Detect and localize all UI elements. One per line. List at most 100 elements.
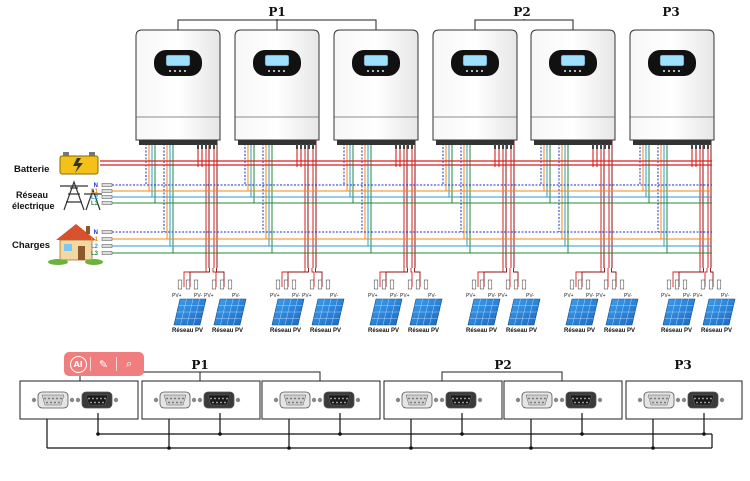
inverter-base <box>633 140 711 145</box>
magic-edit-icon[interactable]: ✎ <box>98 357 109 371</box>
inverter-terminal <box>296 144 298 149</box>
inverter-body <box>234 29 320 141</box>
inverter-body <box>629 29 715 141</box>
pin <box>214 397 216 400</box>
pv-wire <box>581 268 605 287</box>
mc4-connector <box>227 279 233 290</box>
pv-polarity-label: PV- <box>292 293 300 299</box>
terminal-connector <box>101 237 113 241</box>
pin <box>544 397 546 400</box>
pin <box>336 401 338 404</box>
inverter-terminal <box>407 144 409 149</box>
mc4-connector <box>373 279 379 290</box>
pin <box>172 401 174 404</box>
panel-grid <box>572 298 579 326</box>
inverter-terminal <box>308 144 310 149</box>
pin <box>98 401 100 404</box>
inverter-terminal <box>604 144 606 149</box>
db9-connector-icon <box>317 391 361 409</box>
panel-grid <box>480 298 488 326</box>
phase-label-grid-l1: L1 <box>91 189 99 195</box>
inverter-terminal <box>399 144 401 149</box>
inverter-button <box>367 70 369 72</box>
pin <box>460 397 462 400</box>
inverter-button <box>466 70 468 72</box>
pin <box>412 397 414 400</box>
screw <box>433 397 439 403</box>
pin <box>50 401 52 404</box>
comm-board <box>625 380 743 420</box>
pv-array-label: Réseau PV <box>368 328 399 334</box>
pin <box>584 397 586 400</box>
inverter-button <box>481 70 483 72</box>
junction-dot <box>96 432 100 436</box>
ai-button[interactable]: AI <box>69 355 87 373</box>
inverter-button <box>273 70 275 72</box>
screw <box>395 397 401 403</box>
junction-dot <box>338 432 342 436</box>
db9-face <box>691 394 715 406</box>
pin <box>168 401 170 404</box>
db9-connector-icon <box>395 391 439 409</box>
grid-source: Réseau électrique <box>12 180 102 211</box>
db9-connector-icon <box>75 391 119 409</box>
mc4-connector <box>708 279 714 290</box>
pv-polarity-label: PV+ <box>368 293 378 299</box>
inverter-button <box>372 70 374 72</box>
inverter-button <box>673 70 675 72</box>
comm-board <box>383 380 503 420</box>
search-icon[interactable]: ⌕ <box>126 357 133 370</box>
mc4-connector <box>521 279 527 290</box>
panel-grid <box>474 298 481 326</box>
solar-panel-icon <box>409 298 443 326</box>
pin <box>574 401 576 404</box>
pv-wire <box>315 268 323 287</box>
terminal-connector <box>101 230 113 234</box>
inverter-button <box>377 70 379 72</box>
group-label-bottom-p2: P2 <box>494 358 511 372</box>
pv-wire <box>287 268 309 287</box>
pv-wire <box>513 268 519 287</box>
inverter-terminal <box>510 144 512 149</box>
pin <box>542 401 544 404</box>
pin <box>338 397 340 400</box>
inverter-terminal <box>600 144 602 149</box>
pin <box>222 397 224 400</box>
panel-grid <box>429 298 436 326</box>
comm-board <box>261 380 381 420</box>
pin <box>414 401 416 404</box>
pin <box>174 397 176 400</box>
inverter-button <box>569 70 571 72</box>
pin <box>424 397 426 400</box>
screw <box>197 397 203 403</box>
pv-polarity-label: PV- <box>683 293 691 299</box>
pv-wire <box>385 268 408 287</box>
pin <box>420 397 422 400</box>
inverter-button <box>174 70 176 72</box>
pv-wire <box>611 268 617 287</box>
db9-face <box>85 394 109 406</box>
pin <box>586 401 588 404</box>
pin <box>710 397 712 400</box>
screw <box>31 397 37 403</box>
db9-face <box>525 394 549 406</box>
pin <box>166 397 168 400</box>
inverter-button <box>169 70 171 72</box>
db9-connector-icon <box>681 391 725 409</box>
mc4-connector <box>193 279 199 290</box>
mc4-connector <box>487 279 493 290</box>
inverter-button <box>663 70 665 72</box>
pv-polarity-label: PV- <box>390 293 398 299</box>
db9-connector-icon <box>559 391 603 409</box>
pin <box>60 397 62 400</box>
pin <box>104 397 106 400</box>
pin <box>212 401 214 404</box>
pin <box>662 397 664 400</box>
grid-label-line2: électrique <box>12 201 55 211</box>
inverter-screen <box>560 54 586 67</box>
loads-source: Charges <box>12 224 103 265</box>
pin <box>294 397 296 400</box>
inverter-base <box>534 140 612 145</box>
